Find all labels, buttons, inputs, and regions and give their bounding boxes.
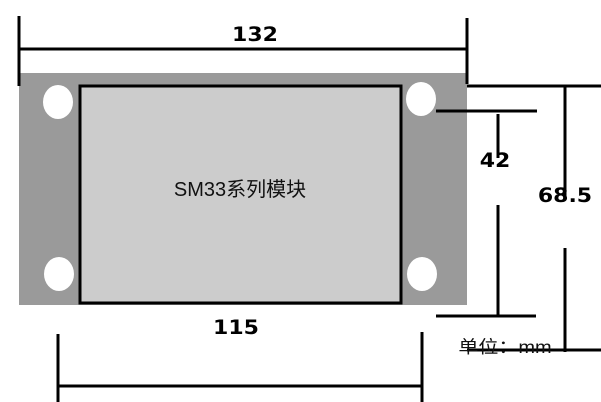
- mounting-hole-bottom-right: [407, 257, 437, 291]
- overall-height-label: 68.5: [538, 184, 592, 206]
- module-label: SM33系列模块: [174, 178, 306, 201]
- hole-spacing-horizontal-label: 115: [213, 316, 259, 338]
- hole-spacing-vertical-label: 42: [480, 149, 511, 171]
- module-body: [78, 84, 403, 305]
- unit-label: 单位：mm: [458, 337, 551, 356]
- mounting-hole-top-left: [43, 85, 73, 119]
- mounting-hole-bottom-left: [44, 257, 74, 291]
- overall-width-label: 132: [232, 23, 278, 45]
- mounting-hole-top-right: [406, 82, 436, 116]
- dimension-lines: [17, 16, 601, 402]
